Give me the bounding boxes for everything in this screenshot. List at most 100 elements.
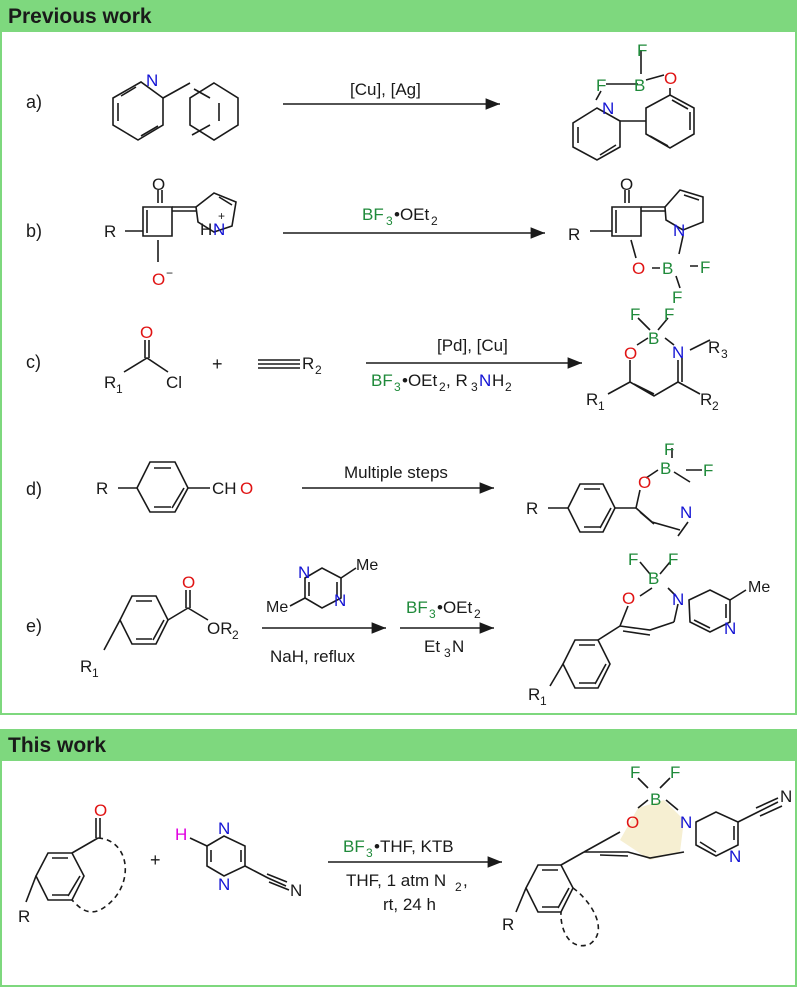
- row-e-product-me: Me: [748, 579, 770, 596]
- row-d-product-f1: F: [664, 440, 674, 459]
- row-b-product-n: N: [673, 221, 685, 240]
- row-e-cond1: NaH, reflux: [270, 647, 356, 666]
- this-work-cn-n: N: [290, 881, 302, 900]
- row-c-plus: +: [212, 354, 223, 374]
- row-e-product-f1: F: [628, 550, 638, 569]
- row-c-product-boron-ketoiminate: O B N F F R 3 R 1 R 2: [586, 305, 728, 413]
- row-c-r2-sub: 2: [315, 363, 322, 377]
- row-e-pyrazine-n2: N: [334, 591, 346, 610]
- row-a-product-n: N: [602, 99, 614, 118]
- row-c-product-n: N: [672, 343, 684, 362]
- row-e-cond2-2: 2: [474, 607, 481, 621]
- row-e-product-r1: R: [528, 685, 540, 704]
- row-b-cond-oet: •OEt: [394, 205, 430, 224]
- row-c-alkyne: R 2: [258, 354, 322, 377]
- row-c-cond-2: 2: [439, 380, 446, 394]
- this-work-cond-thf-ktb: •THF, KTB: [374, 837, 454, 856]
- row-e-cond2-et3: 3: [444, 646, 451, 660]
- row-b-product-f1: F: [700, 258, 710, 277]
- row-b-product-f2: F: [672, 288, 682, 307]
- row-c-r2: R: [302, 354, 314, 373]
- row-e-product-f2: F: [668, 550, 678, 569]
- row-d-product: R O B F F N: [526, 440, 713, 537]
- row-e-or: OR: [207, 619, 233, 638]
- row-c-product-f1: F: [630, 305, 640, 324]
- this-work-plus: +: [150, 850, 161, 870]
- row-b-conditions: BF 3 •OEt 2: [362, 205, 438, 228]
- this-work-cond-3: 3: [366, 846, 373, 860]
- row-b-oxide: O: [152, 270, 165, 289]
- row-e-product-n2: N: [724, 619, 736, 638]
- row-e-cond2-oet: •OEt: [437, 598, 473, 617]
- row-c-r1-sub: 1: [116, 382, 123, 396]
- this-work-product-b: B: [650, 790, 661, 809]
- this-work-cond-thf-n2: THF, 1 atm N: [346, 871, 446, 890]
- row-b-product-r: R: [568, 225, 580, 244]
- row-b-cond-bf: BF: [362, 205, 384, 224]
- this-work-h: H: [175, 825, 187, 844]
- this-work-product-n1: N: [680, 813, 692, 832]
- row-c-product-r3: R: [708, 338, 720, 357]
- row-a-product-b: B: [634, 76, 645, 95]
- row-e-pyrazine-n1: N: [298, 563, 310, 582]
- row-d-reactant-benzaldehyde: R CH O: [96, 461, 253, 513]
- row-b-product-oxo: O: [620, 175, 633, 194]
- row-b-minus: −: [166, 266, 173, 280]
- row-c-product-r2-sub: 2: [712, 399, 719, 413]
- this-work-product-f2: F: [670, 763, 680, 782]
- this-work-cond-bottom: rt, 24 h: [383, 895, 436, 914]
- this-work-cond-top: BF 3 •THF, KTB: [343, 837, 454, 860]
- row-c-cond-oet: •OEt: [402, 371, 438, 390]
- row-e-reactant-benzoate: O OR 2 R 1: [80, 573, 239, 680]
- row-c-cl: Cl: [166, 373, 182, 392]
- row-d-product-f2: F: [703, 461, 713, 480]
- row-e-r1-sub: 1: [92, 666, 99, 680]
- row-e-cond2-et: Et: [424, 637, 440, 656]
- previous-work-panel: Previous work: [0, 0, 797, 715]
- this-work-product-o: O: [626, 813, 639, 832]
- row-a-label: a): [26, 92, 42, 112]
- row-b-cation: +: [218, 209, 225, 223]
- row-d-product-n: N: [680, 503, 692, 522]
- row-c-product-r1: R: [586, 390, 598, 409]
- row-e-cond2-n: N: [452, 637, 464, 656]
- row-a-reactant-phenylpyridine: N: [112, 71, 239, 141]
- this-work-cond-bf: BF: [343, 837, 365, 856]
- row-d-r: R: [96, 479, 108, 498]
- row-c-product-b: B: [648, 329, 659, 348]
- row-e-product: O B N N F F Me R 1: [528, 550, 770, 708]
- row-c-r1: R: [104, 373, 116, 392]
- this-work-product-f1: F: [630, 763, 640, 782]
- row-e-label: e): [26, 616, 42, 636]
- row-a-product-f2: F: [637, 41, 647, 60]
- row-d-product-o: O: [638, 473, 651, 492]
- this-work-product-cn-n: N: [780, 787, 792, 806]
- row-d-product-r: R: [526, 499, 538, 518]
- row-b-cond-3: 3: [386, 214, 393, 228]
- this-work-product-r: R: [502, 915, 514, 934]
- row-e-oxo: O: [182, 573, 195, 592]
- row-c-product-r3-sub: 3: [721, 347, 728, 361]
- row-d-product-b: B: [660, 459, 671, 478]
- row-b-label: b): [26, 221, 42, 241]
- row-a-product-difluoroboron-complex: N B O F F: [572, 41, 695, 161]
- row-c-cond-r3: 3: [471, 380, 478, 394]
- row-c-product-r1-sub: 1: [598, 399, 605, 413]
- row-a-conditions: [Cu], [Ag]: [350, 80, 421, 99]
- row-d-o: O: [240, 479, 253, 498]
- row-b-nh-n: N: [213, 220, 225, 239]
- row-c-product-o: O: [624, 344, 637, 363]
- row-e-pyrazine-me1: Me: [356, 557, 378, 574]
- row-a-pyridine-n: N: [146, 71, 158, 90]
- row-a-product-f1: F: [596, 76, 606, 95]
- row-c-cond-3: 3: [394, 380, 401, 394]
- row-c-cond-top: [Pd], [Cu]: [437, 336, 508, 355]
- row-b-nh-h: H: [200, 220, 212, 239]
- this-work-reactant-aryl-ketone: O R: [18, 801, 127, 926]
- this-work-highlight: [620, 800, 684, 860]
- this-work-product: O B N N F F N R: [502, 763, 792, 947]
- row-c-cond-bf: BF: [371, 371, 393, 390]
- row-c-product-f2: F: [664, 305, 674, 324]
- this-work-reactant-cyanopyrazine: H N N N: [175, 819, 302, 900]
- row-e-cond2-bottom: Et 3 N: [424, 637, 464, 660]
